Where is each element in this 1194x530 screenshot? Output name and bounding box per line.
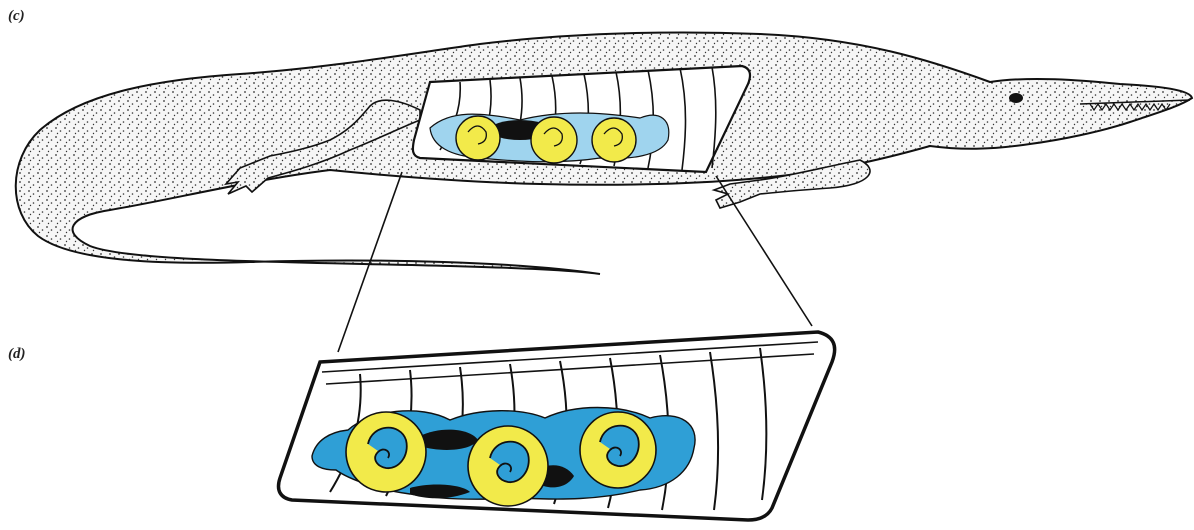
zoom-line-right [716, 176, 812, 326]
eye [1009, 93, 1023, 103]
embryo-icon [456, 116, 636, 163]
egg-3 [580, 412, 656, 488]
enlarged-cutaway [279, 332, 835, 520]
body-cutaway-window [413, 66, 750, 172]
egg-1 [346, 412, 426, 492]
egg-2 [468, 426, 548, 506]
